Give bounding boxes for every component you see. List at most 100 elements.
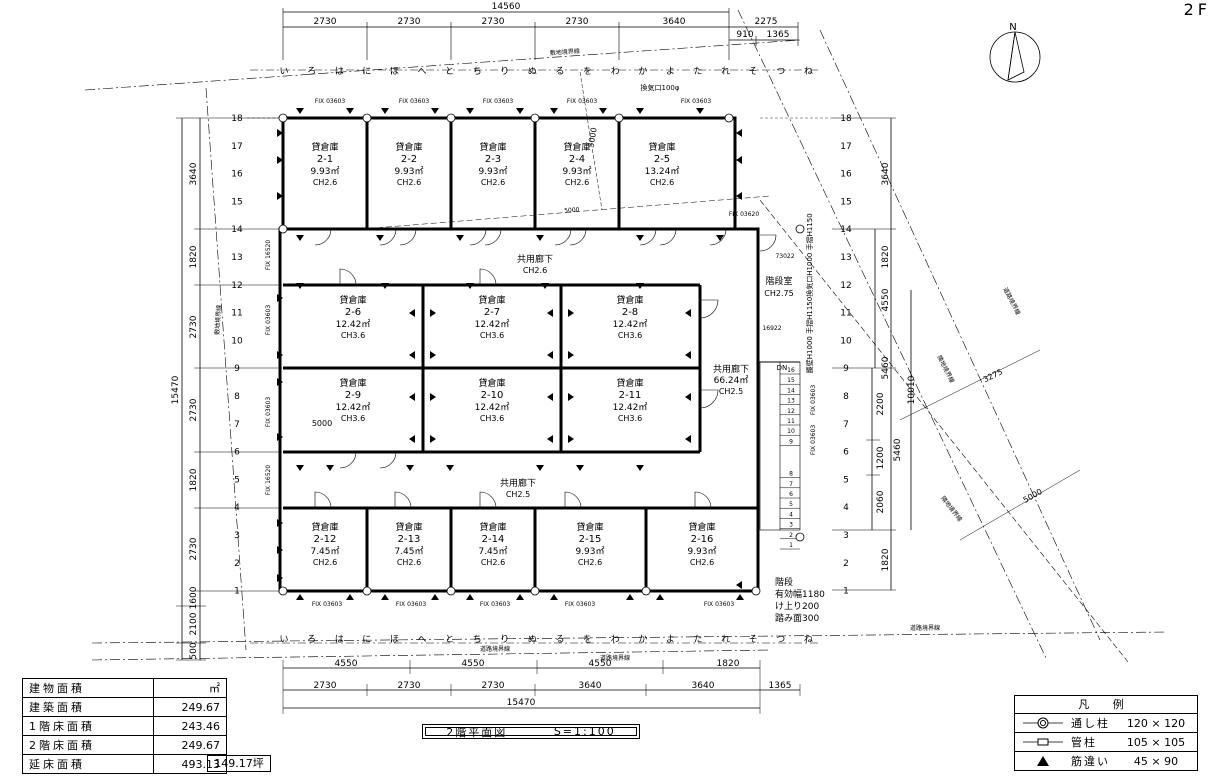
right-dim-segment: 1820 (881, 245, 891, 268)
brace-triangle-icon (547, 309, 553, 317)
bottom-dim-segment: 3640 (579, 681, 602, 691)
grid-row-label: 16 (231, 170, 243, 180)
room-name: 貸倉庫 (563, 141, 590, 153)
grid-col-label: よ (666, 66, 675, 77)
top-dim-right-seg: 1365 (767, 30, 790, 40)
road-boundary-label: 道路境界線 (1001, 286, 1022, 316)
room-name: 貸倉庫 (616, 377, 643, 389)
through-column-icon (1015, 717, 1071, 729)
stair-room-name: 階段室 (765, 275, 792, 287)
room-area: 12.42㎡ (613, 402, 648, 413)
brace-triangle-icon (568, 309, 574, 317)
room-area: 7.45㎡ (394, 546, 423, 557)
grid-row-label: 9 (843, 364, 849, 374)
room-ceiling-height: CH2.6 (578, 558, 602, 567)
grid-row-label: 1 (234, 587, 240, 597)
area-value: ㎡ (153, 678, 227, 698)
brace-triangle-icon (296, 108, 304, 114)
window-code: 16922 (762, 325, 781, 332)
grid-row-label: 6 (234, 448, 240, 458)
door-swing (759, 234, 777, 252)
stair-step-number: 14 (787, 387, 795, 394)
brace-triangle-icon (277, 192, 283, 200)
window-code: FIX 03603 (810, 385, 817, 416)
left-dim-segment: 1820 (189, 245, 199, 268)
room-name: 貸倉庫 (311, 141, 338, 153)
legend-name: 通し柱 (1071, 717, 1110, 730)
room-ceiling-height: CH2.6 (481, 558, 505, 567)
grid-col-label: れ (721, 66, 730, 77)
north-label: N (1009, 22, 1016, 33)
grid-col-label: ぬ (528, 634, 537, 645)
through-column-icon (446, 586, 456, 596)
room-name: 貸倉庫 (648, 141, 675, 153)
grid-row-label: 5 (234, 475, 240, 485)
door-swing (379, 451, 397, 469)
area-label: 1階床面積 (22, 716, 154, 736)
brace-triangle-icon (381, 594, 389, 600)
grid-row-label: 8 (843, 392, 849, 402)
room-ceiling-height: CH3.6 (341, 414, 365, 423)
window-code: FIX 03603 (399, 98, 430, 105)
brace-triangle-icon (406, 465, 414, 471)
top-dim-segment: 3640 (663, 17, 686, 27)
grid-col-label: り (500, 66, 509, 77)
grid-col-label: は (335, 66, 344, 77)
brace-triangle-icon (456, 235, 464, 241)
right-dim-segment: 3640 (881, 162, 891, 185)
brace-triangle-icon (547, 351, 553, 359)
brace-triangle-icon (547, 435, 553, 443)
brace-triangle-icon (516, 108, 524, 114)
wall-note: 換気口H1000 手摺H1150 (805, 213, 814, 296)
right-dim-segment: 2060 (876, 490, 886, 513)
grid-col-label: つ (776, 67, 785, 77)
right-dim-segment: 5460 (893, 438, 903, 461)
grid-col-label: ろ (307, 66, 316, 77)
room-area: 9.93㎡ (562, 166, 591, 177)
grid-row-label: 10 (231, 336, 243, 346)
brace-triangle-icon (277, 351, 283, 359)
door-swing (569, 228, 587, 246)
bottom-dim-segment: 4550 (589, 659, 612, 669)
through-column-icon (446, 113, 456, 123)
grid-col-label: を (583, 66, 592, 77)
stair-step-number: 6 (789, 491, 793, 498)
window-code: FIX 03603 (315, 98, 346, 105)
grid-row-label: 13 (840, 253, 851, 263)
brace-triangle-icon (685, 309, 691, 317)
left-dim-segment: 1600 (189, 586, 199, 609)
right-dim-segment: 1200 (876, 446, 886, 469)
grid-row-label: 7 (234, 420, 240, 430)
site-boundary-label: 敷地境界線 (550, 47, 581, 57)
brace-triangle-icon (685, 435, 691, 443)
room-ceiling-height: CH2.6 (650, 178, 674, 187)
grid-row-label: 10 (840, 336, 852, 346)
room-area: 12.42㎡ (613, 319, 648, 330)
wall-note: 腰壁H1000 手摺H1150 (805, 297, 814, 373)
brace-triangle-icon (516, 594, 524, 600)
grid-col-label: は (335, 634, 344, 645)
grid-row-label: 7 (843, 420, 849, 430)
brace-triangle-icon (550, 594, 558, 600)
grid-col-label: か (638, 66, 647, 77)
grid-col-label: ち (473, 66, 482, 77)
grid-row-label: 15 (840, 197, 851, 207)
left-dim-segment: 2730 (189, 398, 199, 421)
brace-triangle-icon (277, 294, 283, 302)
door-swing (554, 228, 572, 246)
room-area: 12.42㎡ (475, 402, 510, 413)
drawing-scale: S=1:100 (553, 725, 616, 738)
area-value: 493.13 (153, 754, 227, 774)
room-id: 2-16 (691, 534, 714, 545)
room-area: 9.93㎡ (394, 166, 423, 177)
room-ceiling-height: CH3.6 (618, 414, 642, 423)
brace-triangle-icon (409, 435, 415, 443)
brace-triangle-icon (736, 156, 742, 164)
brace-triangle-icon (568, 435, 574, 443)
bottom-dim-total: 15470 (507, 698, 536, 708)
legend: 凡 例 通し柱 120 × 120 管柱 105 × 105 筋違い 45 × … (1014, 695, 1198, 771)
stair-step-number: 5 (789, 501, 793, 508)
grid-row-label: 15 (231, 197, 242, 207)
grid-row-label: 18 (840, 114, 852, 124)
